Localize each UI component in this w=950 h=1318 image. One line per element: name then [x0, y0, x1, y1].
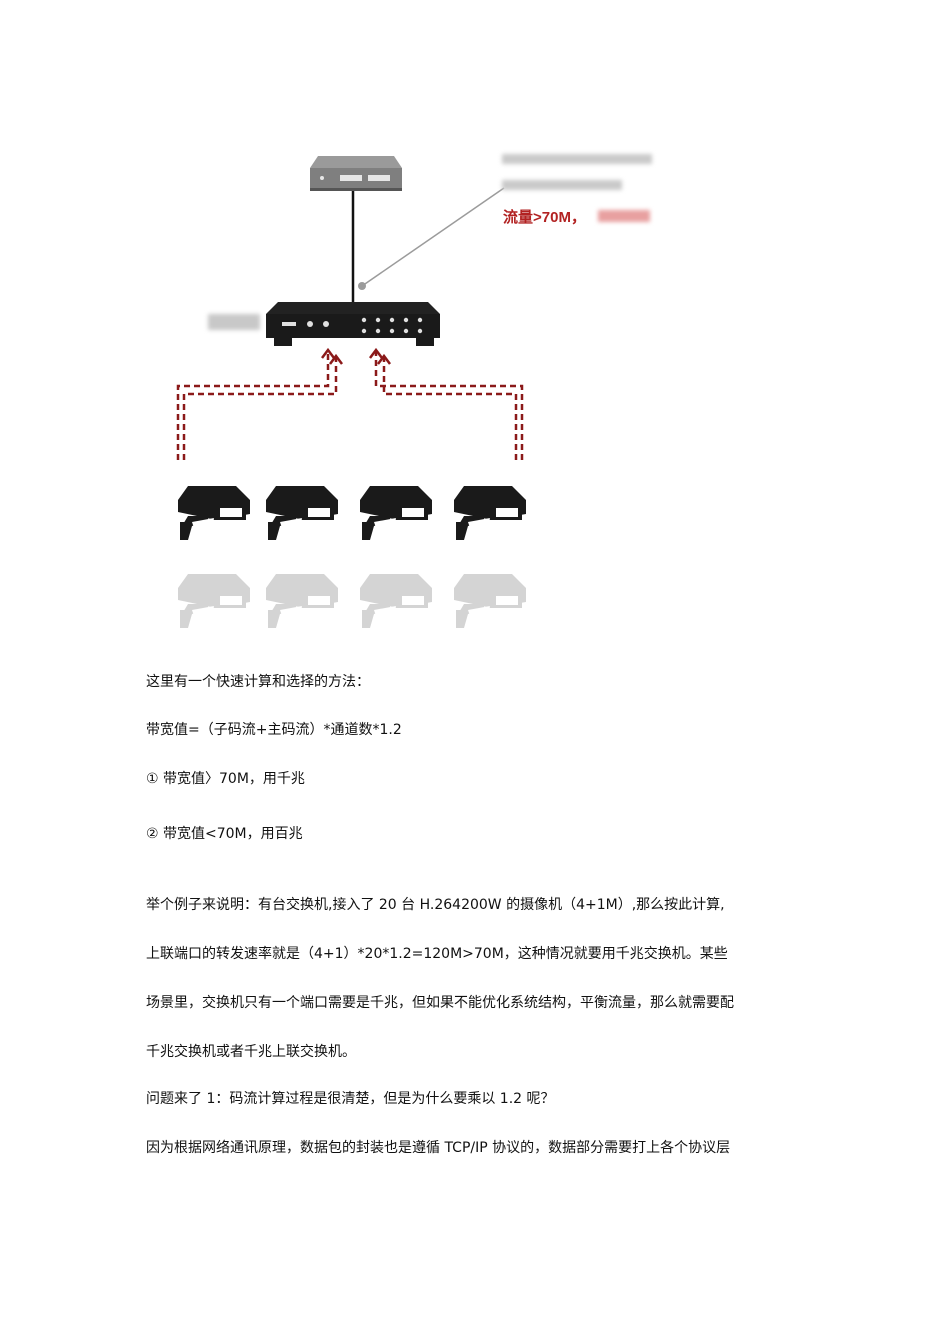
text-example-line-4: 千兆交换机或者千兆上联交换机。 — [146, 1044, 356, 1060]
text-explanation: 因为根据网络通讯原理，数据包的封装也是遵循 TCP/IP 协议的，数据部分需要打… — [146, 1140, 731, 1156]
text-formula: 带宽值=（子码流+主码流）*通道数*1.2 — [146, 722, 402, 738]
traffic-arrowheads — [321, 347, 391, 365]
traffic-paths — [176, 352, 524, 460]
text-rule-2: ② 带宽值<70M，用百兆 — [146, 826, 303, 842]
camera-icons — [178, 486, 526, 540]
callout-leader — [361, 187, 505, 287]
text-example-line-1: 举个例子来说明：有台交换机,接入了 20 台 H.264200W 的摄像机（4+… — [146, 897, 725, 913]
callout-dot — [358, 282, 366, 290]
text-example-line-2: 上联端口的转发速率就是（4+1）*20*1.2=120M>70M，这种情况就要用… — [146, 946, 728, 962]
callout-blurred-text — [502, 154, 652, 222]
recorder-icon — [310, 156, 402, 191]
text-intro: 这里有一个快速计算和选择的方法： — [146, 674, 370, 690]
camera-reflections — [178, 574, 526, 628]
callout-traffic-label: 流量>70M， — [503, 208, 586, 226]
network-diagram: 流量>70M， — [176, 154, 652, 628]
text-question: 问题来了 1：码流计算过程是很清楚，但是为什么要乘以 1.2 呢？ — [146, 1091, 555, 1107]
switch-icon — [266, 302, 440, 346]
text-example-line-3: 场景里，交换机只有一个端口需要是千兆，但如果不能优化系统结构，平衡流量，那么就需… — [146, 995, 734, 1011]
switch-label-blurred — [208, 314, 260, 330]
text-rule-1: ① 带宽值〉70M，用千兆 — [146, 771, 305, 787]
